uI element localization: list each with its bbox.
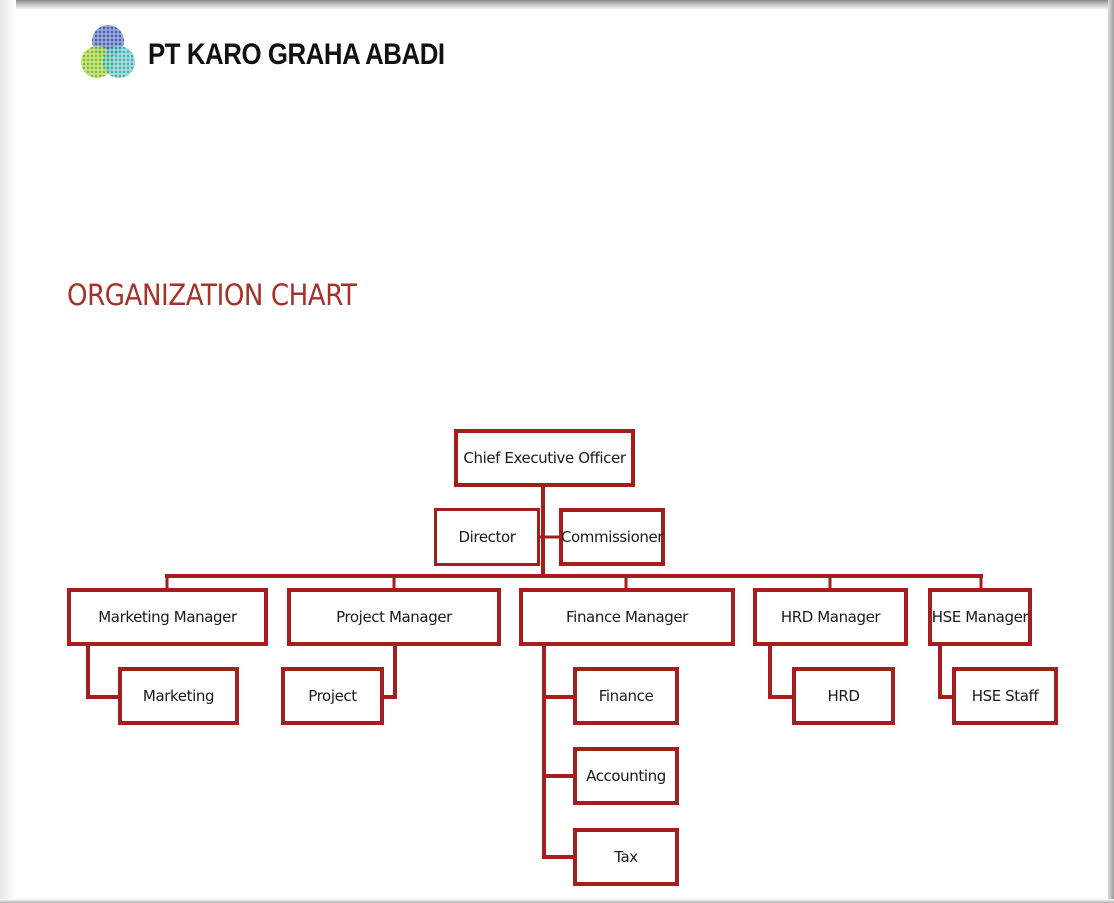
org-node-hrd: HRD [792, 667, 895, 725]
org-node-label: HSE Staff [971, 687, 1039, 705]
window-bottom-edge [0, 899, 1114, 903]
org-node-project-manager: Project Manager [287, 588, 501, 646]
org-node-label: Director [458, 528, 516, 546]
org-node-hse-staff: HSE Staff [952, 667, 1058, 725]
org-node-finance: Finance [573, 667, 679, 725]
company-logo-icon [81, 25, 135, 78]
org-node-hse-manager: HSE Manager [928, 588, 1032, 646]
org-node-hrd-manager: HRD Manager [753, 588, 908, 646]
org-node-commissioner: Commissioner [559, 508, 665, 566]
org-node-label: Finance Manager [566, 608, 688, 626]
window-right-edge [1108, 0, 1114, 903]
org-node-label: Finance [598, 687, 654, 705]
org-node-accounting: Accounting [573, 747, 679, 805]
org-node-ceo: Chief Executive Officer [454, 429, 635, 487]
window-left-edge [0, 0, 16, 903]
org-node-label: Marketing [142, 687, 215, 705]
org-node-label: HRD [827, 687, 860, 705]
company-name: PT KARO GRAHA ABADI [148, 38, 445, 71]
org-node-label: HSE Manager [931, 608, 1029, 626]
org-node-label: Tax [614, 848, 638, 866]
org-node-label: Project Manager [336, 608, 452, 626]
org-node-label: Chief Executive Officer [463, 449, 626, 467]
org-node-tax: Tax [573, 828, 679, 886]
chart-title: ORGANIZATION CHART [67, 278, 357, 312]
org-node-director: Director [434, 508, 540, 566]
org-node-finance-manager: Finance Manager [519, 588, 735, 646]
org-node-label: Project [308, 687, 357, 705]
org-node-label: Commissioner [560, 528, 664, 546]
org-node-project: Project [281, 667, 384, 725]
org-node-marketing-manager: Marketing Manager [67, 588, 268, 646]
org-node-marketing: Marketing [118, 667, 239, 725]
org-node-label: HRD Manager [780, 608, 881, 626]
org-node-label: Marketing Manager [98, 608, 237, 626]
window-top-edge [0, 0, 1114, 10]
org-node-label: Accounting [586, 767, 666, 785]
